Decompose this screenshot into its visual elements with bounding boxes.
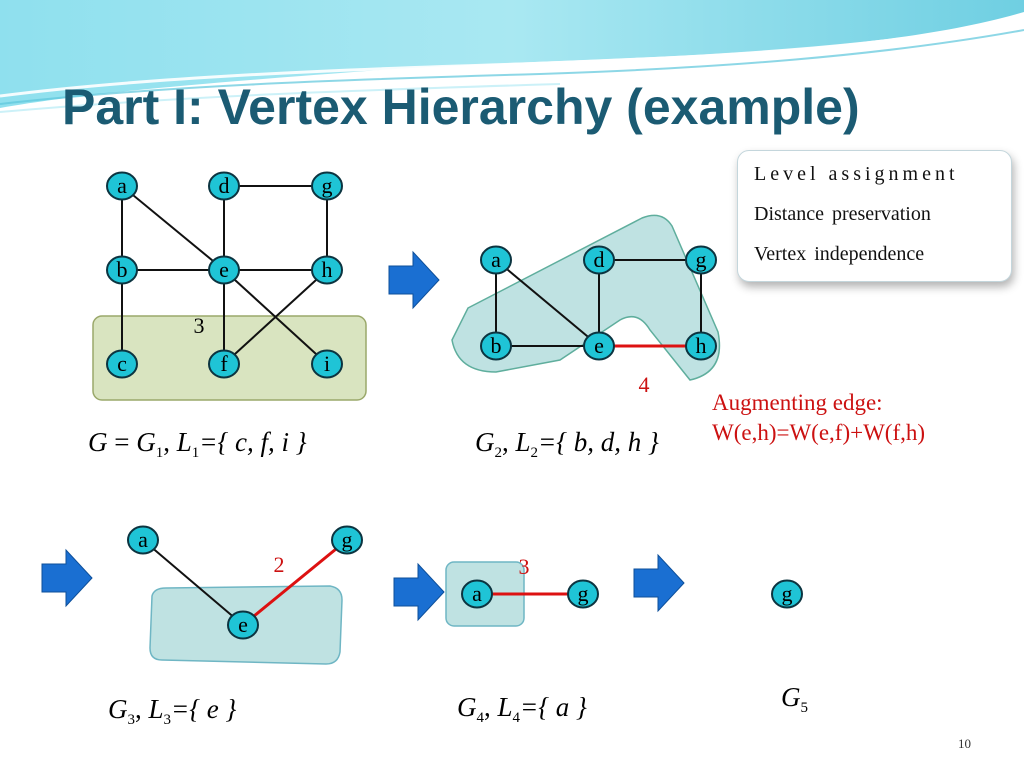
g3-edge-a-e [142,539,244,626]
caption-g2: G2, L2={ b, d, h } [475,427,659,461]
g3-vertex-label-g: g [342,527,353,552]
g1-vertex-f: f [208,349,240,379]
g2-vertex-label-a: a [491,247,501,272]
caption-g3: G3, L3={ e } [108,694,237,728]
slide-title: Part I: Vertex Hierarchy (example) [62,79,860,135]
g5-vertex-label-g: g [782,581,793,606]
g1-vertex-label-a: a [117,173,127,198]
g1-vertex-label-e: e [219,257,229,282]
caption-g5: G5 [781,682,808,716]
flow-arrow-2 [41,548,93,608]
g1-edge-a-e [121,185,225,271]
flow-arrow-3 [393,562,445,622]
flow-arrow-1 [388,250,440,310]
g4-weight-label: 3 [519,554,530,579]
g1-vertex-label-h: h [322,257,333,282]
g3-vertex-label-e: e [238,612,248,637]
g2-vertex-label-b: b [491,333,502,358]
g3-edge-e-g [242,538,348,627]
g1-edge-h-f [223,269,328,365]
g2-vertex-label-e: e [594,333,604,358]
g1-vertex-label-f: f [220,351,228,376]
g2-vertex-h: h [685,331,717,361]
g3-vertex-e: e [227,610,259,640]
caption-g4: G4, L4={ a } [457,692,587,726]
g3-weight-label: 2 [274,552,285,577]
g2-vertex-g: g [685,245,717,275]
g1-vertex-b: b [106,255,138,285]
g1-vertex-label-b: b [117,257,128,282]
header-wave-decoration [0,0,1024,113]
legend-item-vertex-independence: Vertex independence [754,243,925,265]
g2-vertex-label-g: g [696,247,707,272]
g4-vertex-label-g: g [578,581,589,606]
legend-item-distance-preservation: Distance preservation [754,203,931,225]
g1-weight-label: 3 [194,313,205,338]
g1-vertex-a: a [106,171,138,201]
g5-vertex-g: g [771,579,803,609]
page-number: 10 [958,736,971,751]
g4-vertex-label-a: a [472,581,482,606]
augmenting-edge-label: Augmenting edge: [712,390,883,415]
g1-vertex-label-g: g [322,173,333,198]
g1-vertex-c: c [106,349,138,379]
augmenting-edge-formula: W(e,h)=W(e,f)+W(f,h) [712,420,926,445]
g1-vertex-g: g [311,171,343,201]
properties-legend-box: Level assignment Distance preservation V… [737,150,1012,282]
g2-edge-a-e [495,259,600,347]
g1-vertex-label-d: d [219,173,230,198]
g2-vertex-label-h: h [696,333,707,358]
g3-vertex-label-a: a [138,527,148,552]
augmenting-edge-note: Augmenting edge: W(e,h)=W(e,f)+W(f,h) [712,388,925,448]
legend-item-level-assignment: Level assignment [754,163,959,185]
g2-level-highlight [451,214,721,381]
g2-vertex-label-d: d [594,247,605,272]
g1-vertex-e: e [208,255,240,285]
g3-vertex-a: a [127,525,159,555]
g2-vertex-d: d [583,245,615,275]
g2-vertex-e: e [583,331,615,361]
g2-vertex-b: b [480,331,512,361]
g1-vertex-i: i [311,349,343,379]
g2-weight-label: 4 [639,372,650,397]
flow-arrow-4 [633,553,685,613]
g1-vertex-label-i: i [324,351,330,376]
caption-g1: G = G1, L1={ c, f, i } [88,427,307,461]
g3-vertex-g: g [331,525,363,555]
g4-vertex-a: a [461,579,493,609]
g4-vertex-g: g [567,579,599,609]
g1-vertex-label-c: c [117,351,127,376]
g2-vertex-a: a [480,245,512,275]
g1-vertex-d: d [208,171,240,201]
g1-vertex-h: h [311,255,343,285]
